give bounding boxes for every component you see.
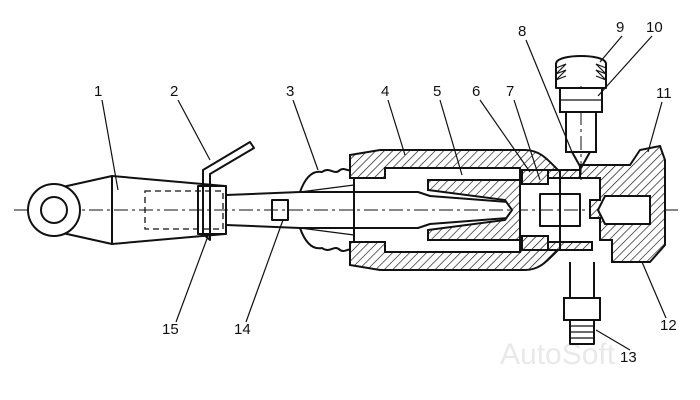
callout-labels: 1 2 3 4 5 6 7 8 9 10 11 12 13 14 15 <box>94 19 677 366</box>
watermark: AutoSoft <box>500 338 616 371</box>
end-bore <box>596 195 651 225</box>
cylinder-body-lower <box>349 241 593 271</box>
push-rod-shaft <box>225 191 301 229</box>
primary-seal-upper <box>521 169 549 185</box>
callout-4: 4 <box>381 83 389 100</box>
rubber-boot <box>299 164 355 256</box>
spring-clip <box>202 141 255 241</box>
upper-port-fitting <box>565 86 597 180</box>
lower-port-fitting <box>563 262 601 345</box>
bleed-cap <box>555 55 607 89</box>
callout-14: 14 <box>234 321 251 338</box>
callout-7: 7 <box>506 83 514 100</box>
piston <box>427 179 521 241</box>
push-rod-eye <box>27 175 113 245</box>
piston-head <box>539 193 581 227</box>
callout-1: 1 <box>94 83 102 100</box>
callout-12: 12 <box>660 317 677 334</box>
callout-10: 10 <box>646 19 663 36</box>
primary-seal-lower <box>521 235 549 251</box>
callout-13: 13 <box>620 349 637 366</box>
leader-lines <box>101 35 667 351</box>
callout-3: 3 <box>286 83 294 100</box>
secondary-seal <box>548 169 561 251</box>
callout-8: 8 <box>518 23 526 40</box>
lock-nut <box>197 185 227 235</box>
callout-9: 9 <box>616 19 624 36</box>
cylinder-body-upper <box>349 149 593 179</box>
bleed-screw-nut <box>559 87 603 113</box>
callout-2: 2 <box>170 83 178 100</box>
callout-5: 5 <box>433 83 441 100</box>
callout-6: 6 <box>472 83 480 100</box>
callout-11: 11 <box>656 85 672 102</box>
callout-15: 15 <box>162 321 179 338</box>
